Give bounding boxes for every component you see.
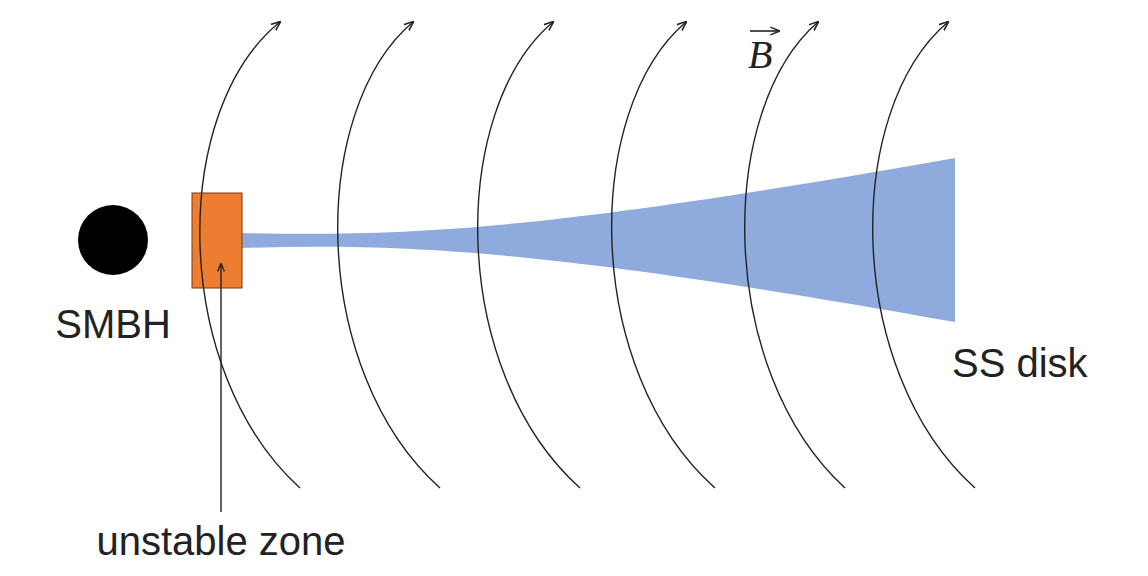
leader-line <box>220 264 221 512</box>
node-label: SMBH <box>55 301 171 347</box>
field-line <box>745 22 845 488</box>
vector-symbol: B <box>748 32 772 78</box>
magnetic-field-lines <box>200 22 975 488</box>
field-line <box>338 22 440 488</box>
vector-arrow <box>750 30 779 32</box>
field-line <box>873 22 975 488</box>
black-hole-disc <box>78 205 148 275</box>
ss-disk <box>240 158 955 322</box>
field-line <box>612 22 715 488</box>
field-line <box>200 22 300 488</box>
disk-label: SS disk <box>952 340 1088 386</box>
black-hole-node: SMBH <box>30 205 196 360</box>
field-line <box>478 22 580 488</box>
zone-label: unstable zone <box>96 518 345 564</box>
